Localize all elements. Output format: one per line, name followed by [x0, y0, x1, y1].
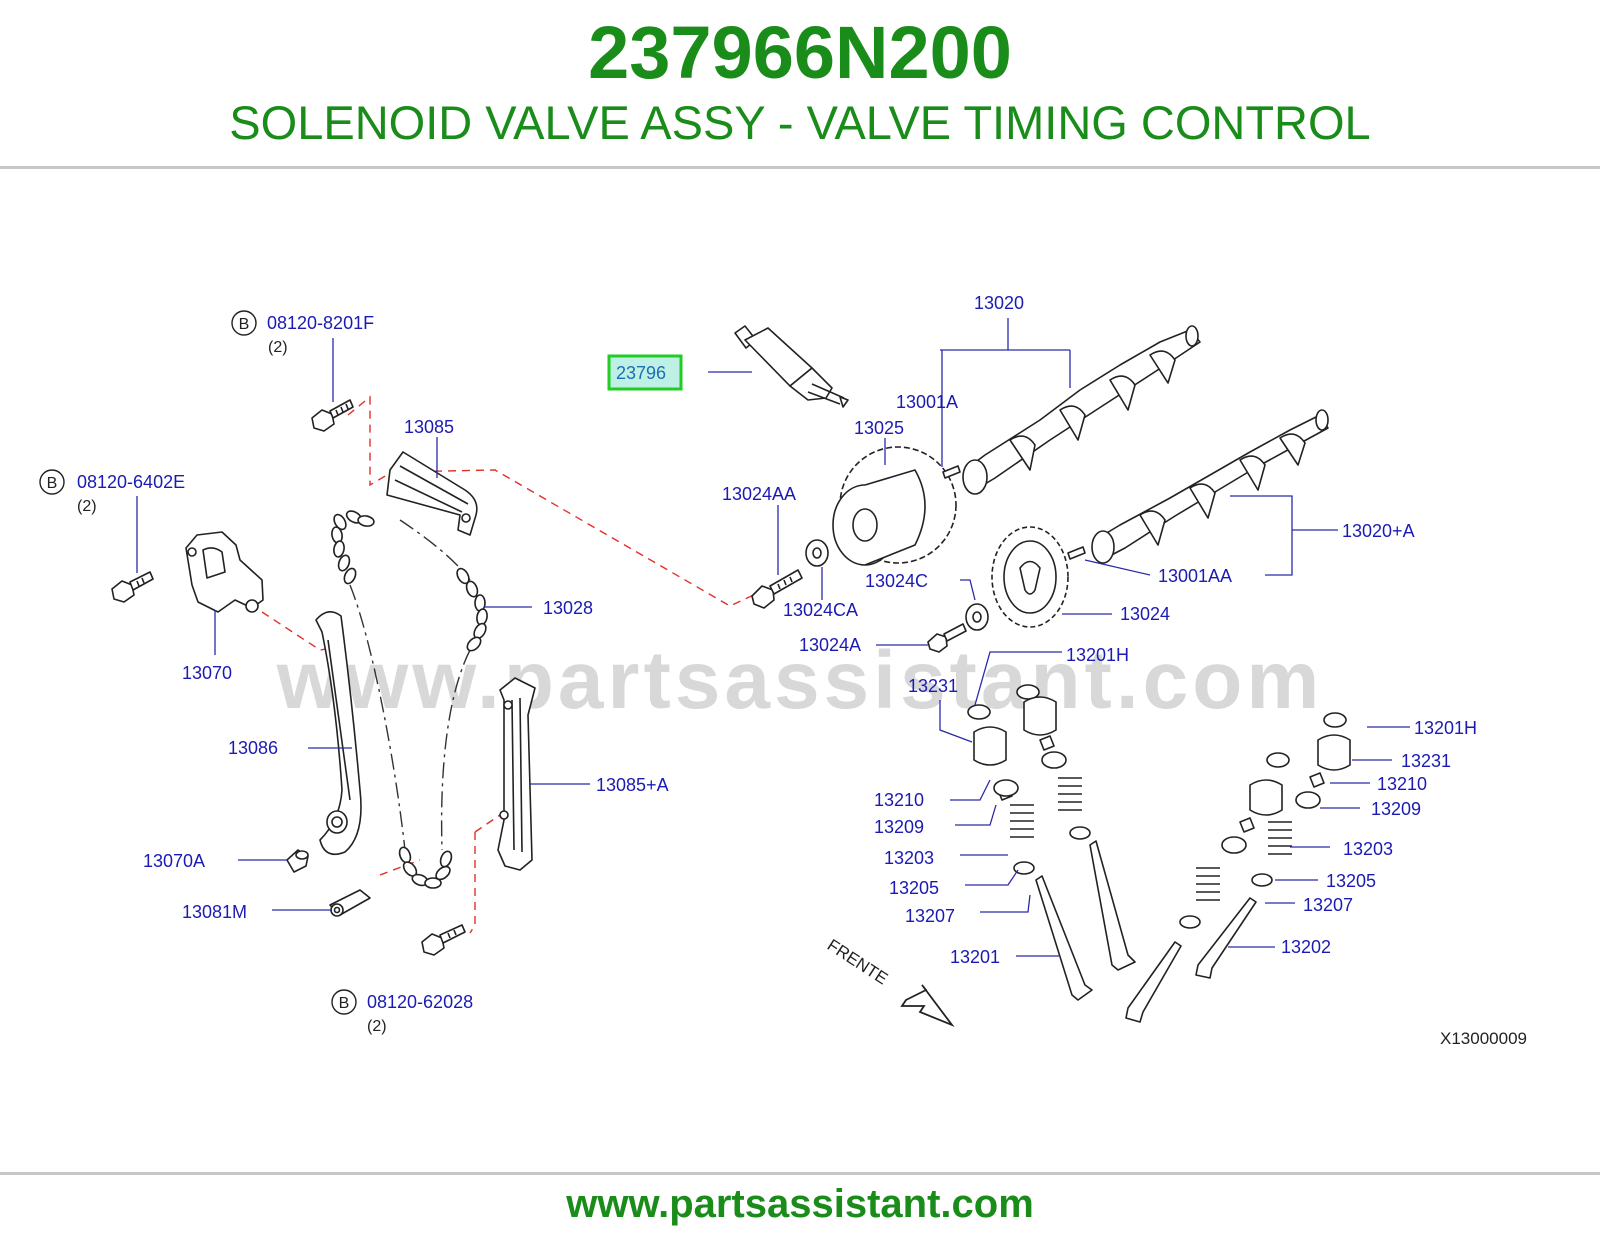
sprocket-13025-icon	[832, 446, 957, 566]
callout-13085A[interactable]: 13085+A	[596, 775, 669, 795]
timing-chain	[331, 510, 488, 889]
header-divider	[0, 166, 1600, 169]
callout-13207-2[interactable]: 13207	[1303, 895, 1353, 915]
callout-13203-2[interactable]: 13203	[1343, 839, 1393, 859]
leader-lines	[136, 318, 1410, 957]
callout-13086[interactable]: 13086	[228, 738, 278, 758]
timing-chain-path	[349, 519, 471, 851]
callout-13020[interactable]: 13020	[974, 293, 1024, 313]
callout-23796[interactable]: 23796	[616, 363, 666, 383]
footer-divider	[0, 1172, 1600, 1175]
qty-08120-62028: (2)	[367, 1018, 387, 1035]
callout-13001AA[interactable]: 13001AA	[1158, 566, 1232, 586]
callout-13028[interactable]: 13028	[543, 598, 593, 618]
callout-13205-1[interactable]: 13205	[889, 878, 939, 898]
watermark-text: www.partsassistant.com	[276, 635, 1324, 726]
footer-website-link[interactable]: www.partsassistant.com	[566, 1182, 1034, 1226]
callout-13025[interactable]: 13025	[854, 418, 904, 438]
callout-13210-2[interactable]: 13210	[1377, 774, 1427, 794]
callout-08120-6402E[interactable]: 08120-6402E	[77, 472, 185, 492]
callout-13070[interactable]: 13070	[182, 663, 232, 683]
callout-13231-1[interactable]: 13231	[908, 676, 958, 696]
callout-13201H-2[interactable]: 13201H	[1414, 718, 1477, 738]
callout-08120-8201F[interactable]: 08120-8201F	[267, 313, 374, 333]
bolt-13024AA-icon	[751, 569, 803, 609]
washer-13024CA-icon	[805, 539, 829, 567]
front-direction-arrow-icon	[900, 984, 955, 1028]
callout-13205-2[interactable]: 13205	[1326, 871, 1376, 891]
callout-13201H-1[interactable]: 13201H	[1066, 645, 1129, 665]
frente-label: FRENTE	[824, 935, 891, 988]
b-badge-1: B	[239, 316, 250, 333]
chain-guide-13085-icon	[386, 451, 478, 536]
plug-13070A-icon	[286, 849, 309, 873]
callout-13001A[interactable]: 13001A	[896, 392, 958, 412]
callout-13210-1[interactable]: 13210	[874, 790, 924, 810]
highlight-box-23796[interactable]	[607, 354, 683, 391]
sprocket-13024-icon	[991, 526, 1069, 628]
camshaft-13020A-icon	[1091, 409, 1329, 564]
valve-train-1-icon	[967, 684, 1136, 1001]
callout-13024A[interactable]: 13024A	[799, 635, 861, 655]
callout-13209-1[interactable]: 13209	[874, 817, 924, 837]
b-badge-3: B	[339, 995, 350, 1012]
callout-13203-1[interactable]: 13203	[884, 848, 934, 868]
callout-13209-2[interactable]: 13209	[1371, 799, 1421, 819]
callout-13024AA[interactable]: 13024AA	[722, 484, 796, 504]
callout-13207-1[interactable]: 13207	[905, 906, 955, 926]
callout-13070A[interactable]: 13070A	[143, 851, 205, 871]
callout-13024C[interactable]: 13024C	[865, 571, 928, 591]
callout-13024[interactable]: 13024	[1120, 604, 1170, 624]
dowel-pin-13001A-icon	[942, 465, 961, 479]
b-badge-2: B	[47, 475, 58, 492]
callout-13201[interactable]: 13201	[950, 947, 1000, 967]
callout-13231-2[interactable]: 13231	[1401, 751, 1451, 771]
page-header: 237966N200 SOLENOID VALVE ASSY - VALVE T…	[0, 0, 1600, 168]
qty-08120-6402E: (2)	[77, 498, 97, 515]
bolt-13024A-icon	[927, 623, 967, 653]
callout-08120-62028[interactable]: 08120-62028	[367, 992, 473, 1012]
dowel-pin-13001AA-icon	[1067, 546, 1086, 560]
part-description: SOLENOID VALVE ASSY - VALVE TIMING CONTR…	[229, 96, 1371, 149]
slack-guide-13086-icon	[315, 611, 362, 856]
reference-code: X13000009	[1440, 1029, 1527, 1048]
callout-13085[interactable]: 13085	[404, 417, 454, 437]
callout-13081M[interactable]: 13081M	[182, 902, 247, 922]
callout-13024CA[interactable]: 13024CA	[783, 600, 858, 620]
pin-13081M-icon	[329, 889, 371, 917]
camshaft-13020-icon	[962, 325, 1201, 495]
washer-13024C-icon	[965, 603, 989, 631]
b-badges	[39, 310, 357, 1015]
qty-08120-8201F: (2)	[268, 339, 288, 356]
callout-13020A[interactable]: 13020+A	[1342, 521, 1415, 541]
valve-train-2-icon	[1125, 712, 1351, 1023]
bolt-08120-8201F-icon	[311, 399, 354, 432]
part-number-title: 237966N200	[588, 11, 1012, 94]
bolt-08120-6402E-icon	[111, 571, 154, 603]
callout-13202[interactable]: 13202	[1281, 937, 1331, 957]
tension-guide-13085A-icon	[497, 677, 536, 871]
bolt-08120-62028-icon	[421, 924, 466, 956]
solenoid-valve-23796-icon	[734, 325, 849, 408]
chain-tensioner-13070-icon	[185, 531, 264, 613]
